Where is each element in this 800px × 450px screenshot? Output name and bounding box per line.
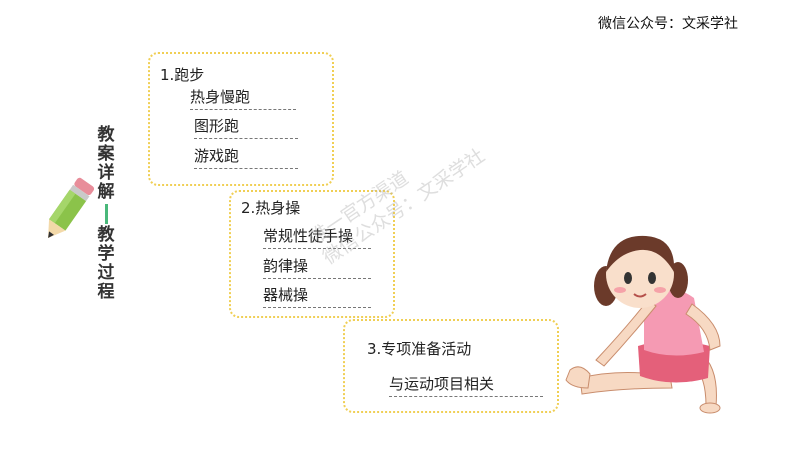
side-title-char: 解 [97, 182, 115, 202]
list-item: 游戏跑 [194, 145, 298, 169]
section-heading: 1.跑步 [160, 66, 205, 84]
side-title-char: 教 [97, 225, 115, 245]
side-title-char: 案 [97, 144, 115, 164]
section-heading: 3.专项准备活动 [367, 340, 472, 358]
list-item: 与运动项目相关 [389, 373, 543, 397]
side-title-char: 教 [97, 125, 115, 145]
section-warmup-exercises: 2.热身操 常规性徒手操 韵律操 器械操 [229, 190, 395, 318]
list-item: 韵律操 [263, 255, 371, 279]
side-title-char: 过 [97, 263, 115, 283]
list-item: 常规性徒手操 [263, 225, 371, 249]
side-title-char: 程 [97, 282, 115, 302]
section-special-preparation: 3.专项准备活动 与运动项目相关 [343, 319, 559, 413]
list-item: 热身慢跑 [190, 86, 296, 110]
pencil-icon [48, 177, 95, 239]
side-title-char: 学 [97, 244, 115, 264]
section-running: 1.跑步 热身慢跑 图形跑 游戏跑 [148, 52, 334, 186]
side-title: 教 案 详 解 教 学 过 程 [96, 126, 116, 302]
side-title-divider [104, 204, 108, 224]
side-title-char: 详 [97, 163, 115, 183]
list-item: 图形跑 [194, 115, 298, 139]
watermark-top: 微信公众号：文采学社 [598, 16, 738, 32]
section-heading: 2.热身操 [241, 199, 301, 217]
girl-stretching-illustration [565, 235, 721, 414]
list-item: 器械操 [263, 284, 371, 308]
